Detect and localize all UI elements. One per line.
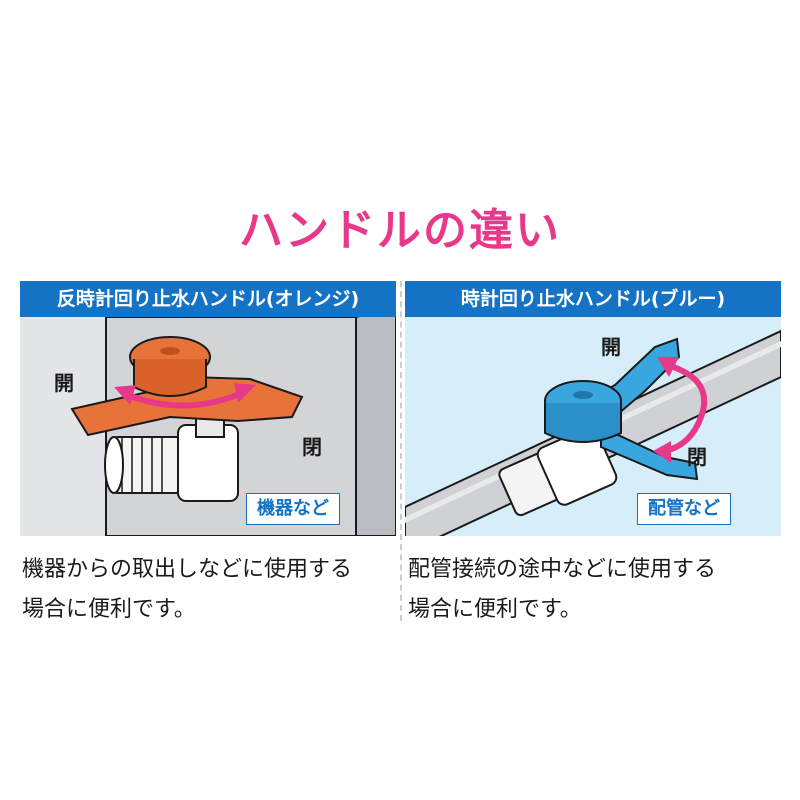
- left-valve-panel: 反時計回り止水ハンドル(オレンジ): [20, 281, 396, 536]
- right-valve-panel: 時計回り止水ハンドル(ブルー): [405, 281, 781, 536]
- left-description-line: 機器からの取出しなどに使用する: [22, 557, 353, 582]
- right-badge: 配管など: [637, 493, 731, 525]
- right-panel-header: 時計回り止水ハンドル(ブルー): [405, 281, 781, 317]
- panel-divider: [400, 281, 402, 621]
- rotation-arrow-icon: [114, 383, 256, 409]
- right-open-label: 開: [601, 335, 621, 359]
- right-close-label: 閉: [687, 445, 707, 469]
- blue-valve-svg: [405, 329, 781, 536]
- left-open-label: 開: [54, 371, 74, 395]
- pipe-fitting: [498, 426, 618, 517]
- valve-body: [177, 416, 239, 502]
- left-panel-header: 反時計回り止水ハンドル(オレンジ): [20, 281, 396, 317]
- threaded-nipple: [104, 436, 183, 494]
- blue-valve-illustration: [405, 317, 781, 536]
- orange-valve-illustration: [20, 317, 396, 536]
- rotation-arrow-icon: [653, 357, 708, 463]
- right-description-line: 配管接続の途中などに使用する: [408, 557, 717, 582]
- page-title: ハンドルの違い: [239, 205, 561, 256]
- right-description: 配管接続の途中などに使用する 場合に便利です。: [408, 550, 788, 630]
- left-description: 機器からの取出しなどに使用する 場合に便利です。: [22, 550, 402, 630]
- left-close-label: 閉: [302, 435, 322, 459]
- left-description-line: 場合に便利です。: [22, 597, 196, 622]
- blue-handle: [544, 337, 699, 481]
- left-badge: 機器など: [246, 493, 340, 525]
- orange-valve-svg: [70, 317, 396, 536]
- right-description-line: 場合に便利です。: [408, 597, 582, 622]
- wall-side: [355, 317, 396, 536]
